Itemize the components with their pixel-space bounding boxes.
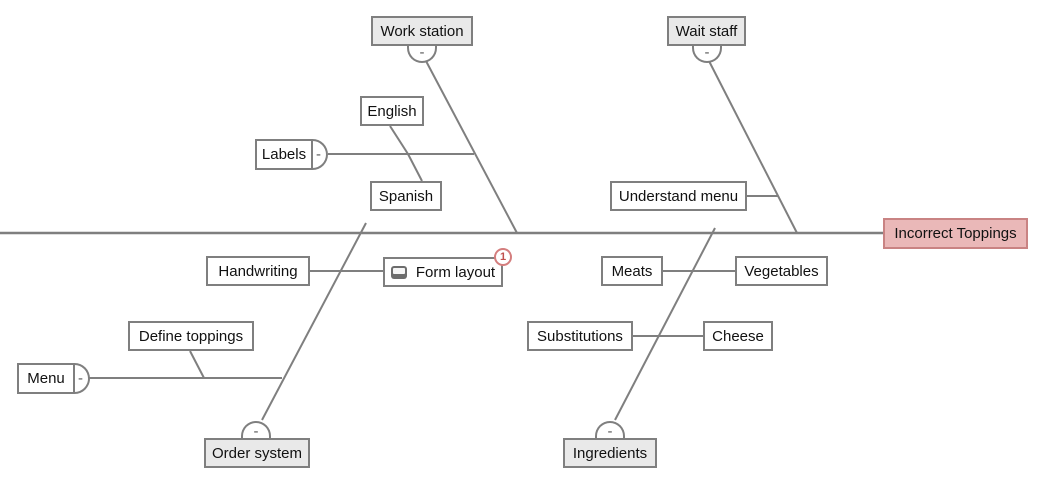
note-count-value: 1 [499,251,507,263]
cause-box-vegetables[interactable]: Vegetables [735,256,828,286]
minus-icon: - [253,423,259,440]
cause-box-meats[interactable]: Meats [601,256,663,286]
cause-box-spanish[interactable]: Spanish [370,181,442,211]
category-label: Wait staff [675,22,738,40]
cause-label: Handwriting [218,262,298,280]
cause-label: Cheese [712,327,764,345]
minus-icon: - [607,423,613,440]
note-icon [390,265,407,279]
cause-label: Menu [27,370,65,387]
cause-label: Understand menu [618,187,739,205]
minus-icon: - [704,44,710,61]
branch-line-wait-staff[interactable] [708,60,798,234]
note-count-badge[interactable]: 1 [494,248,512,266]
connector-define-toppings[interactable] [189,350,205,379]
category-box-order-system[interactable]: Order system [204,438,310,468]
cause-label: Spanish [378,187,434,205]
cause-box-understand-menu[interactable]: Understand menu [610,181,747,211]
cause-box-menu[interactable]: Menu [17,363,75,394]
cause-box-cheese[interactable]: Cheese [703,321,773,351]
problem-label: Incorrect Toppings [894,225,1017,242]
cause-box-define-toppings[interactable]: Define toppings [128,321,254,351]
problem-box[interactable]: Incorrect Toppings [883,218,1028,249]
category-box-ingredients[interactable]: Ingredients [563,438,657,468]
minus-icon: - [316,146,321,163]
cause-label: Define toppings [138,327,244,345]
category-label: Ingredients [572,444,648,462]
cause-label: English [367,102,417,120]
connector-spanish[interactable] [407,153,423,182]
cause-label: Substitutions [537,327,623,345]
branch-line-work-station[interactable] [425,60,518,234]
cause-box-form-layout[interactable]: Form layout [383,257,503,287]
category-box-wait-staff[interactable]: Wait staff [667,16,746,46]
cause-label: Labels [261,146,307,163]
cause-box-english[interactable]: English [360,96,424,126]
cause-label: Form layout [415,263,496,281]
cause-label: Vegetables [744,262,819,280]
cause-label: Meats [611,262,653,280]
cause-box-labels[interactable]: Labels [255,139,313,170]
minus-icon: - [78,370,83,387]
category-label: Work station [380,22,464,40]
branch-line-order-system[interactable] [261,222,367,421]
cause-box-substitutions[interactable]: Substitutions [527,321,633,351]
category-box-work-station[interactable]: Work station [371,16,473,46]
minus-icon: - [419,44,425,61]
branch-line-ingredients[interactable] [614,227,716,421]
connector-english[interactable] [389,125,409,155]
cause-box-handwriting[interactable]: Handwriting [206,256,310,286]
category-label: Order system [211,444,302,462]
